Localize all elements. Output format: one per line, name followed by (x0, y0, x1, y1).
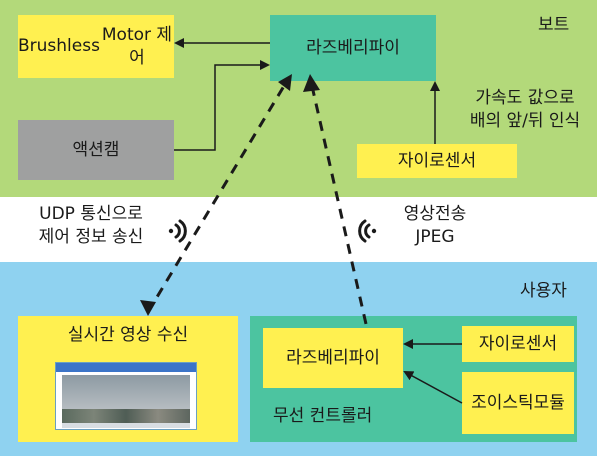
video-titlebar (56, 363, 196, 372)
video-note-line2: JPEG (415, 226, 455, 247)
boat-raspberry-pi-label: 라즈베리파이 (306, 37, 400, 58)
brushless-motor-box: Brushless Motor 제어 (18, 15, 174, 78)
joystick-line1: 조이스틱 (471, 392, 534, 413)
controller-gyro-label: 자이로센서 (478, 333, 558, 354)
controller-raspberry-pi-box: 라즈베리파이 (263, 328, 403, 388)
video-statusbar (62, 423, 190, 428)
motor-label-line1: Brushless (18, 36, 100, 57)
joystick-module-box: 조이스틱 모듈 (462, 372, 574, 434)
video-sky (62, 375, 190, 409)
wifi-icon (168, 219, 187, 243)
live-video-label: 실시간 영상 수신 (67, 325, 189, 345)
udp-note: UDP 통신으로 제어 정보 송신 (0, 203, 182, 249)
action-cam-label: 액션캠 (72, 139, 120, 160)
accel-note-line1: 가속도 값으로 (475, 88, 575, 108)
udp-note-line2: 제어 정보 송신 (38, 226, 144, 247)
wifi-icon (358, 219, 377, 243)
controller-label: 무선 컨트롤러 (273, 406, 373, 426)
joystick-line2: 모듈 (533, 392, 565, 413)
video-cityscape (62, 409, 190, 423)
motor-label-line2: Motor 제어 (101, 25, 173, 68)
video-note-line1: 영상전송 (403, 204, 467, 224)
accel-note-line2: 배의 앞/뒤 인식 (469, 110, 581, 131)
video-thumbnail (55, 362, 197, 430)
boat-label: 보트 (538, 15, 570, 35)
boat-gyro-label: 자이로센서 (397, 150, 477, 171)
boat-raspberry-pi-box: 라즈베리파이 (270, 15, 436, 81)
udp-note-line1: UDP 통신으로 (39, 204, 143, 224)
video-note: 영상전송 JPEG (382, 203, 488, 249)
user-label: 사용자 (520, 281, 567, 301)
controller-gyro-sensor-box: 자이로센서 (462, 326, 574, 362)
controller-raspberry-pi-label: 라즈베리파이 (286, 347, 380, 368)
boat-gyro-sensor-box: 자이로센서 (357, 144, 517, 178)
action-cam-box: 액션캠 (18, 120, 174, 180)
accel-note: 가속도 값으로 배의 앞/뒤 인식 (454, 87, 596, 133)
